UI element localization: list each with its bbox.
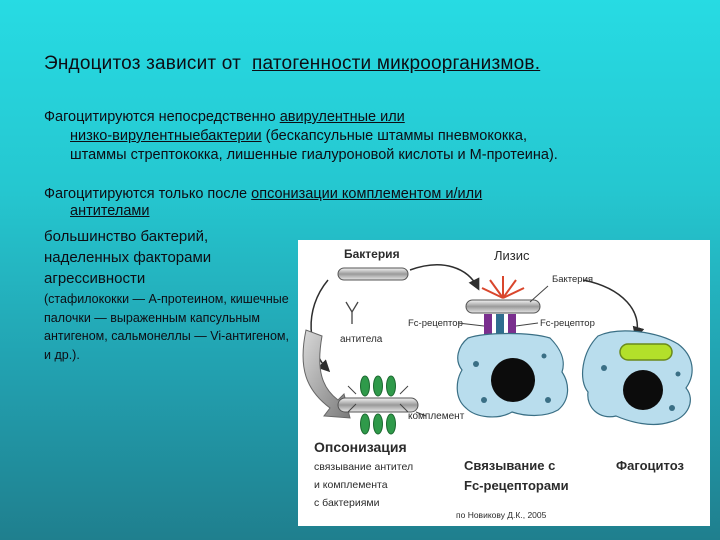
paragraph-opsonization: Фагоцитируются только после опсонизации … [44,186,684,220]
bacteria-right-pointer [529,285,549,303]
arrow-to-phagocytosis [582,279,645,339]
label-opsonization-desc-2: и комплемента [314,479,388,491]
slide-title: Эндоцитоз зависит от патогенности микроо… [44,53,540,75]
title-underlined: патогенности микроорганизмов. [252,53,541,74]
label-bacteria-top: Бактерия [344,247,400,261]
phagocyte-ingesting-icon [581,330,693,426]
label-opsonization-desc-1: связывание антител [314,461,413,473]
label-complement: комплемент [408,411,465,422]
paragraph-most-bacteria: большинство бактерий, наделенных фактора… [44,228,212,287]
label-credit: по Новикову Д.К., 2005 [456,510,547,520]
phagocytosis-diagram: Бактерия антитела комплемент [298,240,710,526]
label-opsonization-title: Опсонизация [314,439,407,455]
para2-prefix: Фагоцитируются только после [44,186,252,202]
label-fc-receptor-left: Fc-рецептор [408,318,463,329]
label-binding-title-1: Связывание с [464,458,555,473]
label-fc-receptor-right: Fc-рецептор [540,318,595,329]
para1-rest-b: (бескапсульные штаммы пневмококка, [261,128,527,144]
antibody-icon [345,301,359,324]
label-antibodies: антитела [340,334,383,345]
phagocyte-cell-icon [456,332,569,418]
para1-line2: низко-вирулентныебактерии (бескапсульные… [44,127,704,146]
label-binding-title-2: Fc-рецепторами [464,478,569,493]
opsonized-bacterium-icon [337,375,419,435]
bacterium-top-icon [337,267,409,281]
opsonization-arrow-icon [302,329,351,419]
para1-line3: штаммы стрептококка, лишенные гиалуронов… [70,147,558,163]
para1-underlined-b: низко-вирулентныебактерии [70,128,262,144]
paragraph-direct-phagocytosis: Фагоцитируются непосредственно авирулент… [44,108,704,165]
para2-underlined-a: опсонизации комплементом и/или [251,186,483,202]
lysis-bacterium-icon [465,276,541,336]
complement-pointer [415,411,427,417]
arrow-to-opsonization [310,279,331,373]
title-prefix: Эндоцитоз зависит от [44,53,242,74]
paragraph-examples: (стафилококки — А-протеином, кишечные па… [44,292,289,362]
label-opsonization-desc-3: с бактериями [314,497,380,509]
para2-underlined-b: антителами [70,203,150,219]
label-phagocytosis: Фагоцитоз [616,458,684,473]
para1-prefix: Фагоцитируются непосредственно [44,109,280,125]
label-bacteria-right: Бактерия [552,274,593,285]
label-lysis: Лизис [494,248,530,263]
arrow-to-lysis [409,264,480,291]
para1-underlined-a: авирулентные или [279,109,405,125]
